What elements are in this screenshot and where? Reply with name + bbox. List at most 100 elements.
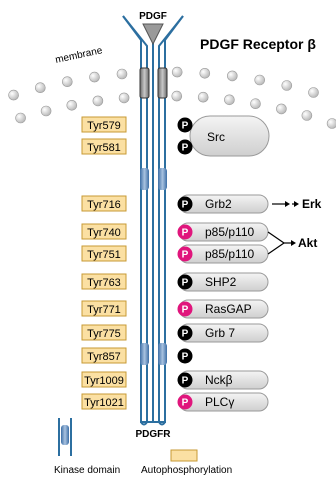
lipid-head: [116, 68, 128, 80]
legend-kinase-swatch: [61, 425, 69, 445]
tyr-label: Tyr857: [87, 351, 121, 363]
partner-label: p85/p110: [205, 225, 254, 239]
legend-autophos-label: Autophosphorylation: [141, 465, 232, 476]
tyr-box: [81, 223, 127, 240]
phospho-icon: [177, 246, 193, 262]
phospho-icon: [177, 274, 193, 290]
phospho-letter: P: [182, 329, 189, 340]
lipid-head: [197, 91, 209, 103]
receptor-chains: [122, 15, 184, 426]
kinase-domain-2-left: [140, 343, 149, 365]
kinase-domain-2-right: [158, 343, 167, 365]
tyr-label: Tyr579: [87, 120, 121, 132]
lipid-head: [227, 70, 238, 82]
phospho-icon: [177, 301, 193, 317]
phospho-icon: [177, 196, 193, 212]
tyr-label: Tyr763: [87, 277, 121, 289]
partner-label: RasGAP: [205, 302, 252, 316]
partner-label: p85/p110: [205, 247, 254, 261]
phospho-letter: P: [182, 376, 189, 387]
tyr-label: Tyr775: [87, 328, 121, 340]
tyr-label: Tyr581: [87, 142, 121, 154]
lipid-head: [254, 74, 266, 86]
lipid-head: [15, 112, 26, 124]
tyr-label: Tyr771: [87, 304, 121, 316]
phospho-letter: P: [182, 278, 189, 289]
phospho-letter: P: [182, 398, 189, 409]
transmembrane-left: [139, 67, 150, 99]
partner-label: Nckβ: [205, 373, 233, 387]
tyr-label: Tyr740: [87, 227, 121, 239]
tyr-label: Tyr751: [87, 249, 121, 261]
src-label: Src: [207, 130, 225, 144]
legend: Kinase domain Autophosphorylation: [54, 418, 232, 476]
lipid-head: [224, 94, 235, 106]
akt-label: Akt: [298, 236, 317, 250]
tyr-box: [81, 371, 127, 388]
tyr-box: [81, 324, 127, 341]
membrane-label: membrane: [54, 45, 103, 66]
partner-label: PLCγ: [205, 395, 234, 409]
lipid-head: [301, 110, 313, 121]
ligand-label: PDGF: [139, 11, 167, 22]
phospho-icon: [177, 139, 193, 155]
phospho-icon: [177, 224, 193, 240]
lipid-head: [118, 92, 130, 104]
transmembrane-right: [157, 67, 168, 99]
tyr-box: [81, 195, 127, 212]
erk-label: Erk: [302, 197, 322, 211]
lipid-head: [326, 118, 336, 129]
phospho-icon: [177, 372, 193, 388]
lipid-head: [89, 71, 100, 83]
receptor-label: PDGFR: [136, 429, 172, 440]
lipid-head: [171, 90, 183, 102]
tyr-label: Tyr716: [87, 199, 121, 211]
lipid-head: [40, 105, 52, 117]
legend-autophos-swatch: [170, 449, 198, 462]
lipid-head: [276, 103, 287, 115]
lipid-head: [171, 66, 183, 78]
phospho-icon: [177, 325, 193, 341]
phospho-letter: P: [182, 352, 189, 363]
tyr-box: [81, 347, 127, 364]
kinase-domain-1-right: [158, 168, 167, 190]
phospho-letter: P: [182, 200, 189, 211]
erk-arrow: Erk: [272, 197, 322, 211]
phospho-letter: P: [182, 143, 189, 154]
tyr-box: [81, 393, 127, 410]
lipid-head: [308, 87, 319, 98]
phospho-letter: P: [182, 228, 189, 239]
partner-label: Grb 7: [205, 326, 235, 340]
tyr-box: [81, 116, 127, 133]
phospho-icon: [177, 394, 193, 410]
tyr-label: Tyr1009: [84, 375, 124, 387]
lipid-head: [199, 68, 211, 79]
phospho-letter: P: [182, 250, 189, 261]
lipid-head: [250, 98, 261, 109]
lipid-head: [8, 89, 19, 101]
tyr-box: [81, 245, 127, 262]
phospho-icon: [177, 348, 193, 364]
phospho-letter: P: [182, 121, 189, 132]
lipid-head: [92, 95, 104, 107]
partner-label: SHP2: [205, 275, 237, 289]
phospho-icon: [177, 117, 193, 133]
phospho-letter: P: [182, 305, 189, 316]
akt-arrow: Akt: [267, 231, 317, 255]
tyr-box: [81, 300, 127, 317]
kinase-domain-1-left: [140, 168, 149, 190]
lipid-head: [62, 76, 73, 87]
tyr-label: Tyr1021: [84, 397, 124, 409]
diagram-title: PDGF Receptor β: [200, 36, 316, 52]
partner-label: Grb2: [205, 197, 232, 211]
pdgf-ligand-icon: [142, 23, 164, 46]
legend-kinase-label: Kinase domain: [54, 465, 120, 476]
lipid-head: [66, 100, 78, 111]
lipid-head: [34, 82, 46, 93]
membrane-bilayer: [8, 66, 336, 129]
lipid-head: [281, 80, 293, 91]
tyr-box: [81, 273, 127, 290]
tyr-box: [81, 138, 127, 155]
